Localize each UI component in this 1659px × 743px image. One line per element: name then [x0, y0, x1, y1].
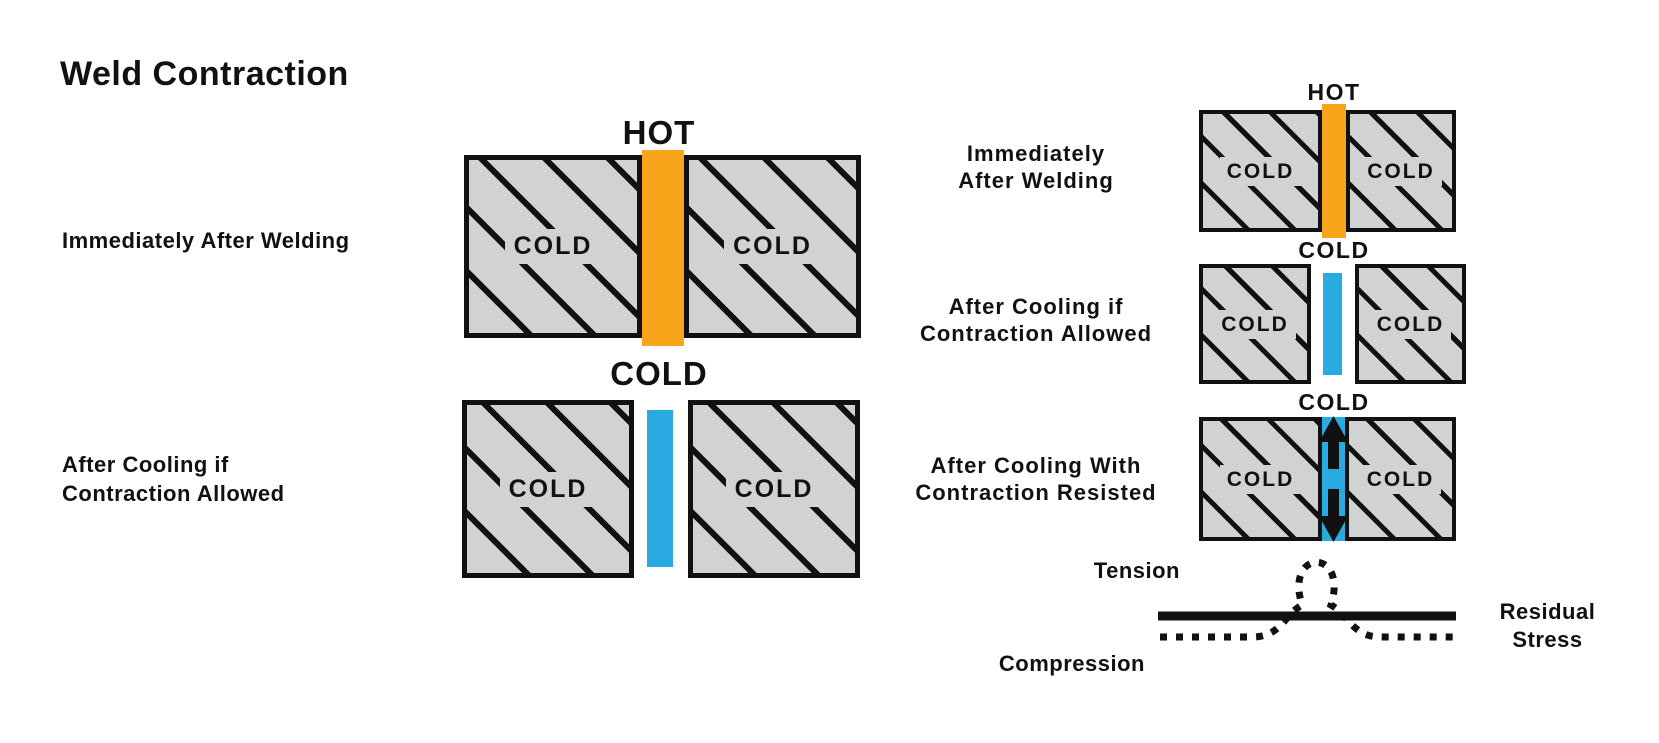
right-row2-label: After Cooling if Contraction Allowed: [878, 293, 1194, 347]
right-row3-label: After Cooling With Contraction Resisted: [878, 452, 1194, 506]
left-row1-plate-right: COLD: [684, 155, 861, 338]
left-row2-cooled-weld-strip: [647, 410, 673, 567]
right-row2-cooled-weld-strip: [1323, 273, 1342, 375]
plate-cold-label: COLD: [1219, 464, 1302, 494]
left-row2-weld-temp-label: COLD: [610, 355, 708, 392]
left-row1-hot-weld-strip: [642, 150, 684, 346]
right-row1-hot-weld-strip: [1322, 104, 1346, 238]
plate-cold-label: COLD: [1359, 464, 1442, 494]
plate-cold-label: COLD: [1369, 309, 1452, 339]
residual-stress-label: Residual Stress: [1460, 598, 1635, 654]
left-row2-label-line2: Contraction Allowed: [62, 481, 285, 506]
compression-label: Compression: [998, 651, 1145, 676]
left-row2-plate-right: COLD: [688, 400, 860, 578]
right-row1-weld-temp-label: HOT: [1307, 79, 1361, 105]
right-row3-plate-left: COLD: [1199, 417, 1322, 541]
residual-stress-curve: [1160, 558, 1456, 641]
right-row2-label-line2: Contraction Allowed: [919, 321, 1153, 346]
right-row1-label: Immediately After Welding: [878, 140, 1194, 194]
left-row2-plate-left: COLD: [462, 400, 634, 578]
right-row1-plate-right: COLD: [1346, 110, 1456, 232]
right-row3-plate-right: COLD: [1345, 417, 1456, 541]
right-row3-label-line2: Contraction Resisted: [915, 480, 1157, 505]
right-row3-weld-temp-label: COLD: [1298, 389, 1370, 415]
right-row3-cooled-weld-strip: [1322, 417, 1345, 541]
plate-cold-label: COLD: [1360, 156, 1442, 186]
tension-label: Tension: [1093, 558, 1180, 583]
right-row2-plate-right: COLD: [1355, 264, 1466, 384]
residual-stress-label-line2: Stress: [1512, 627, 1583, 652]
left-row1-plate-left: COLD: [464, 155, 642, 338]
right-row3-label-line1: After Cooling With: [930, 453, 1142, 478]
plate-cold-label: COLD: [725, 471, 823, 507]
left-row1-weld-temp-label: HOT: [622, 114, 696, 151]
left-row2-label: After Cooling if Contraction Allowed: [62, 450, 285, 508]
left-row1-label: Immediately After Welding: [62, 228, 350, 253]
right-row1-label-line1: Immediately: [966, 141, 1106, 166]
plate-cold-label: COLD: [1219, 156, 1302, 186]
right-row2-plate-left: COLD: [1199, 264, 1311, 384]
right-row2-weld-temp-label: COLD: [1298, 237, 1370, 263]
right-row1-plate-left: COLD: [1199, 110, 1322, 232]
left-row2-label-line1: After Cooling if: [62, 452, 229, 477]
plate-cold-label: COLD: [724, 229, 821, 264]
page-title: Weld Contraction: [60, 55, 349, 93]
right-row2-label-line1: After Cooling if: [948, 294, 1124, 319]
residual-stress-label-line1: Residual: [1499, 599, 1596, 624]
right-row1-label-line2: After Welding: [958, 168, 1114, 193]
plate-cold-label: COLD: [499, 471, 597, 507]
plate-cold-label: COLD: [504, 229, 602, 264]
plate-cold-label: COLD: [1214, 309, 1296, 339]
